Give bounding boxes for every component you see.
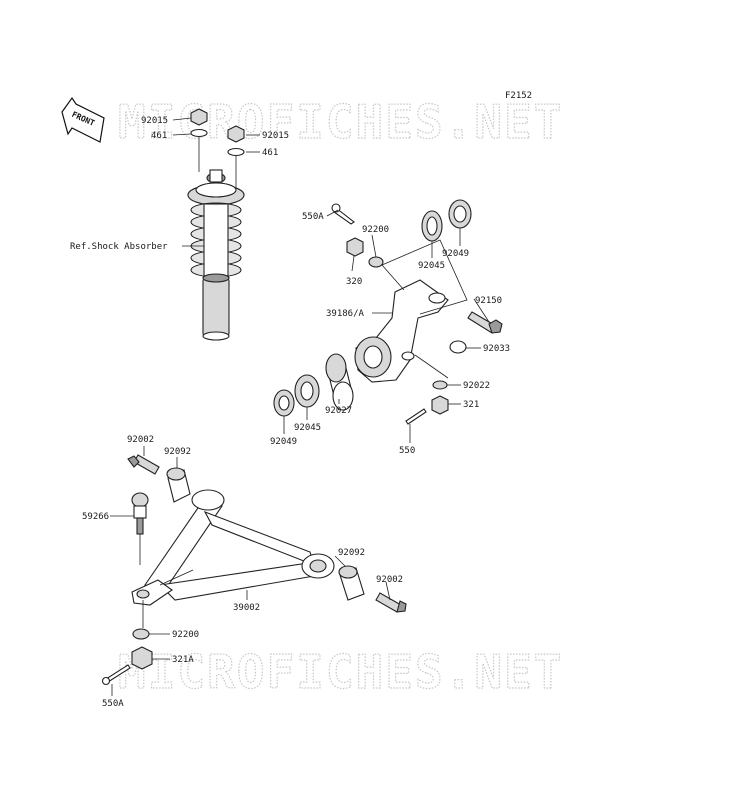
part-label-321a[interactable]: 321A xyxy=(172,655,194,665)
part-label-39186a[interactable]: 39186/A xyxy=(326,309,365,319)
figure-code: F2152 xyxy=(505,91,532,101)
part-label-92002-right[interactable]: 92002 xyxy=(376,575,403,585)
part-label-461-right[interactable]: 461 xyxy=(262,148,278,158)
part-label-321[interactable]: 321 xyxy=(463,400,479,410)
part-label-92200-bottom[interactable]: 92200 xyxy=(172,630,199,640)
washer-461-left xyxy=(190,128,208,138)
shock-absorber-assembly xyxy=(187,108,245,341)
leader-lines xyxy=(110,117,490,696)
part-label-320[interactable]: 320 xyxy=(346,277,362,287)
part-label-92045-top[interactable]: 92045 xyxy=(418,261,445,271)
a-arm-assembly xyxy=(101,454,407,686)
washer-461-right xyxy=(227,147,245,157)
part-label-59266[interactable]: 59266 xyxy=(82,512,109,522)
part-label-92049-top[interactable]: 92049 xyxy=(442,249,469,259)
part-label-92150[interactable]: 92150 xyxy=(475,296,502,306)
part-label-39002[interactable]: 39002 xyxy=(233,603,260,613)
part-label-550[interactable]: 550 xyxy=(399,446,415,456)
part-labels: 92015 461 92015 461 Ref.Shock Absorber 5… xyxy=(70,116,510,709)
part-label-550a-top[interactable]: 550A xyxy=(302,212,324,222)
part-label-92002-top[interactable]: 92002 xyxy=(127,435,154,445)
front-direction-arrow-icon: FRONT xyxy=(61,96,105,143)
knuckle-assembly xyxy=(273,199,503,425)
part-label-92027[interactable]: 92027 xyxy=(325,406,352,416)
reference-note[interactable]: Ref.Shock Absorber xyxy=(70,242,168,252)
part-label-550a-bottom[interactable]: 550A xyxy=(102,699,124,709)
part-label-92022[interactable]: 92022 xyxy=(463,381,490,391)
part-label-461-left[interactable]: 461 xyxy=(151,131,167,141)
watermark-top: MICROFICHES.NET xyxy=(118,95,563,149)
part-label-92033[interactable]: 92033 xyxy=(483,344,510,354)
part-label-92015-left[interactable]: 92015 xyxy=(141,116,168,126)
watermark-bottom: MICROFICHES.NET xyxy=(118,645,563,699)
part-label-92015-right[interactable]: 92015 xyxy=(262,131,289,141)
nut-92015-left xyxy=(190,108,208,126)
part-label-92092-right[interactable]: 92092 xyxy=(338,548,365,558)
part-label-92045-bottom[interactable]: 92045 xyxy=(294,423,321,433)
nut-92015-right xyxy=(227,125,245,143)
part-label-92049-bottom[interactable]: 92049 xyxy=(270,437,297,447)
part-label-92200-top[interactable]: 92200 xyxy=(362,225,389,235)
part-label-92092-top[interactable]: 92092 xyxy=(164,447,191,457)
